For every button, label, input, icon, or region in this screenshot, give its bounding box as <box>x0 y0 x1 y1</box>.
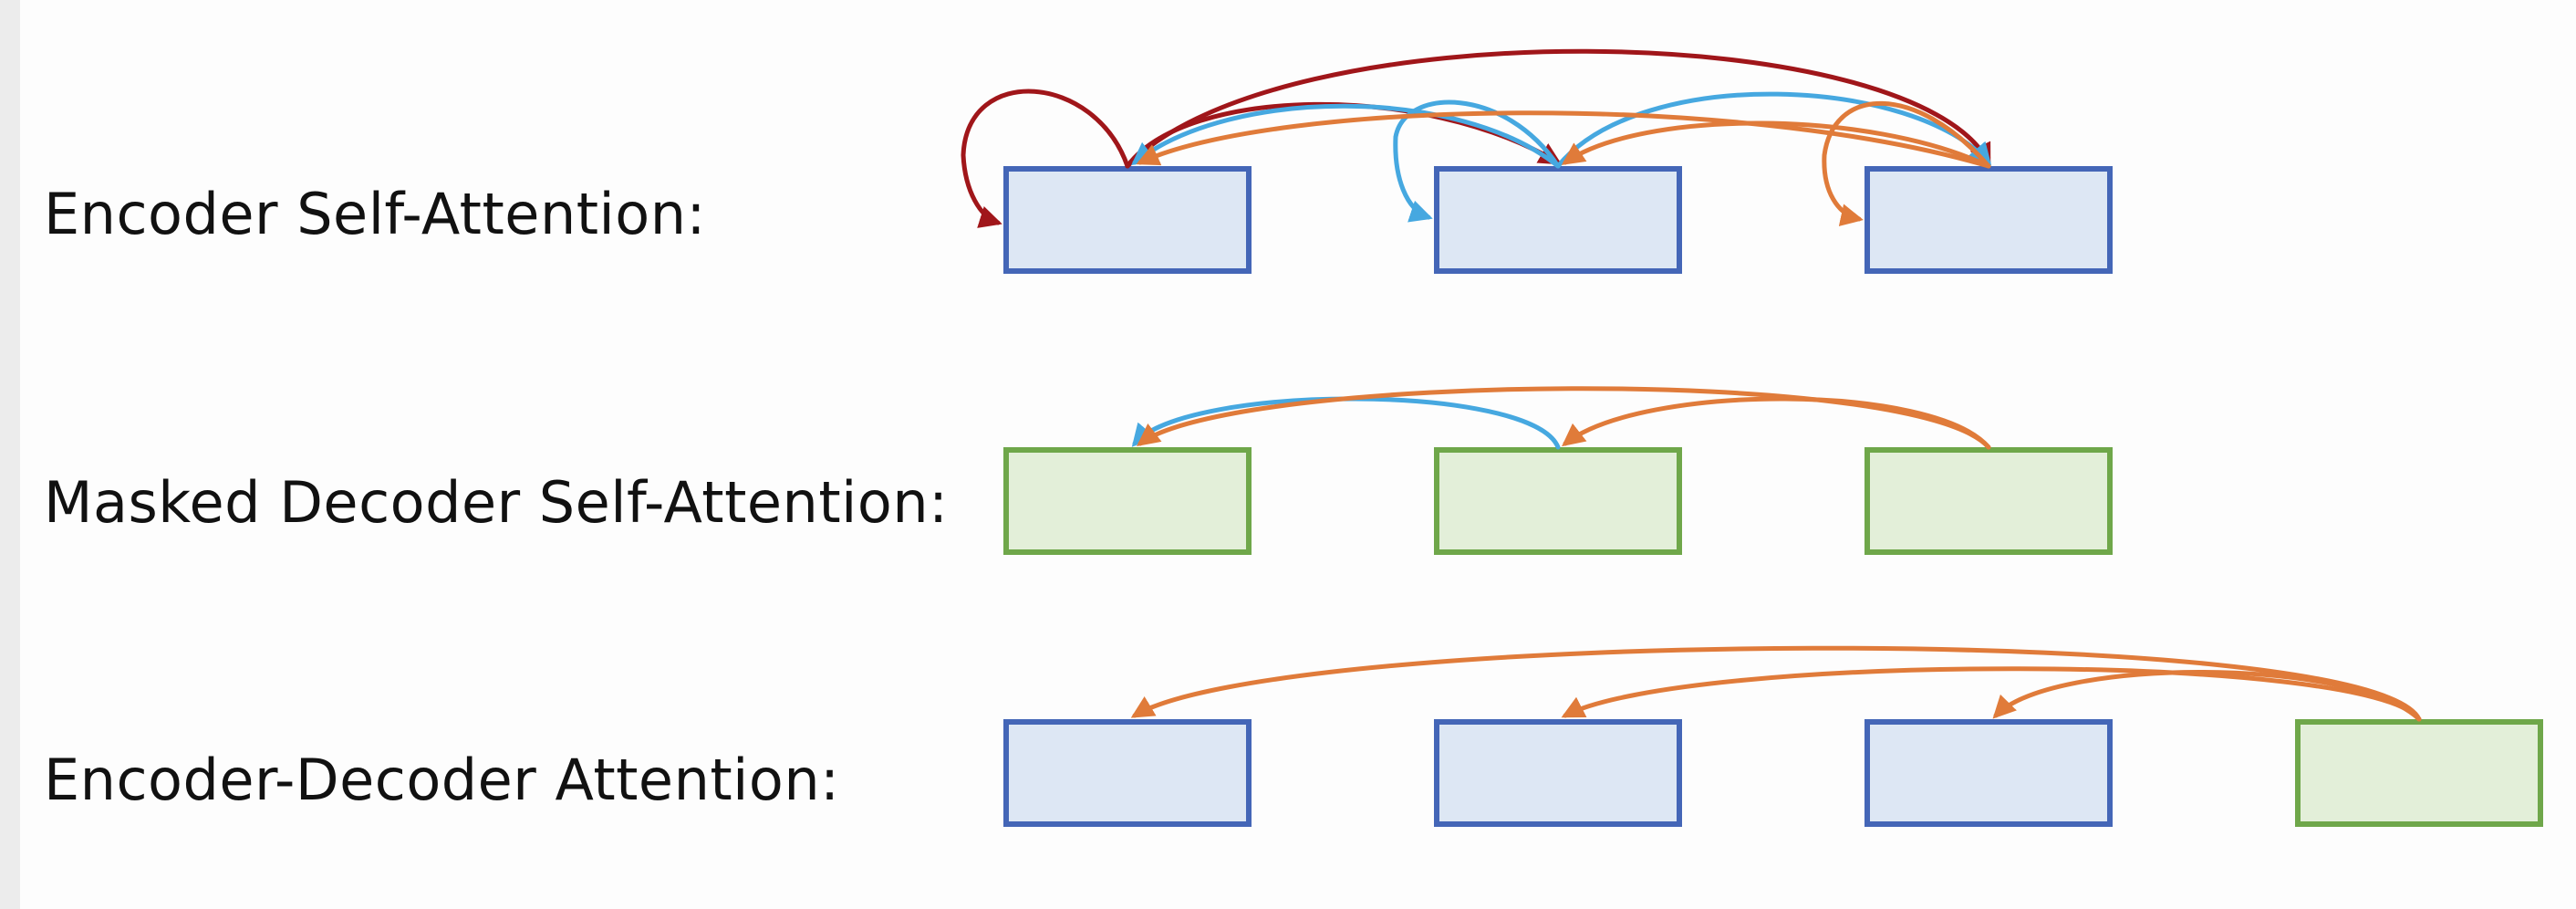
encoder-token-box-3 <box>1864 166 2113 274</box>
encoder-token-box-2 <box>1434 166 1682 274</box>
decoder-token-box-1 <box>1003 447 1252 555</box>
encoder-output-box-2 <box>1434 719 1682 827</box>
decoder-token-box-3 <box>1864 447 2113 555</box>
arrow-enc3-to-enc3 <box>1822 100 1991 226</box>
encoder-output-box-1 <box>1003 719 1252 827</box>
left-edge-strip <box>0 0 20 909</box>
arrow-enc2-to-enc1 <box>1131 103 1561 169</box>
arrow-enc2-to-enc3 <box>1555 91 1992 169</box>
row-label-masked-decoder-self-attention: Masked Decoder Self-Attention: <box>44 469 949 536</box>
decoder-token-box-2 <box>1434 447 1682 555</box>
decoder-query-box <box>2295 719 2543 827</box>
arrow-dec3-to-dec2 <box>1562 396 1991 450</box>
arrow-dec-to-enc1 <box>1130 645 2422 722</box>
arrow-dec2-to-dec1 <box>1131 396 1561 450</box>
row-label-encoder-decoder-attention: Encoder-Decoder Attention: <box>44 747 840 813</box>
arrow-dec-to-enc3 <box>1992 670 2422 722</box>
arrow-dec-to-enc2 <box>1561 666 2422 722</box>
arrow-enc1-to-enc3 <box>1125 48 1991 169</box>
encoder-output-box-3 <box>1864 719 2113 827</box>
arrow-enc1-to-enc1 <box>961 89 1130 228</box>
row-label-encoder-self-attention: Encoder Self-Attention: <box>44 181 706 247</box>
arrow-dec3-to-dec1 <box>1137 386 1991 450</box>
arrow-enc2-to-enc2 <box>1393 99 1561 223</box>
arrow-enc3-to-enc2 <box>1561 120 1991 169</box>
arrow-enc3-to-enc1 <box>1136 110 1991 169</box>
encoder-token-box-1 <box>1003 166 1252 274</box>
